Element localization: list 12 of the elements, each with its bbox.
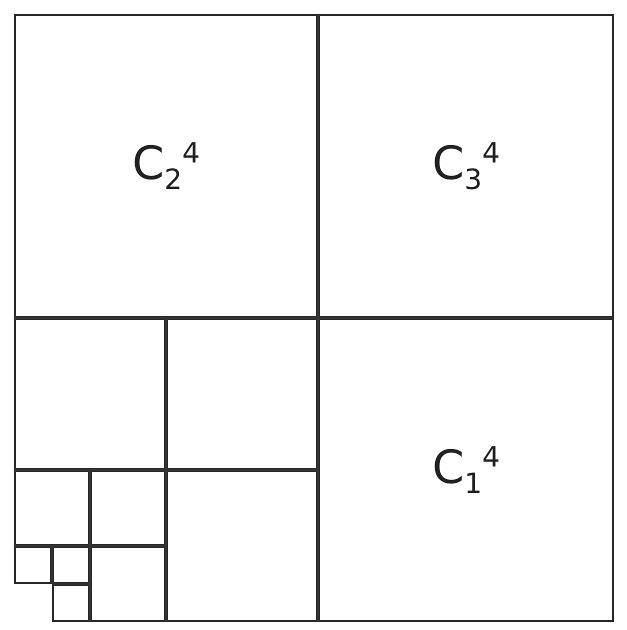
- square-region: [90, 470, 166, 546]
- square-region: [166, 318, 318, 470]
- square-region: [14, 546, 52, 584]
- square-region: [90, 546, 166, 622]
- square-region: [14, 470, 90, 546]
- square-region: [318, 14, 614, 318]
- square-region: [52, 546, 90, 584]
- square-region: [52, 584, 90, 622]
- square-region: [166, 470, 318, 622]
- square-region: [318, 318, 614, 622]
- square-region: [14, 14, 318, 318]
- square-region: [14, 318, 166, 470]
